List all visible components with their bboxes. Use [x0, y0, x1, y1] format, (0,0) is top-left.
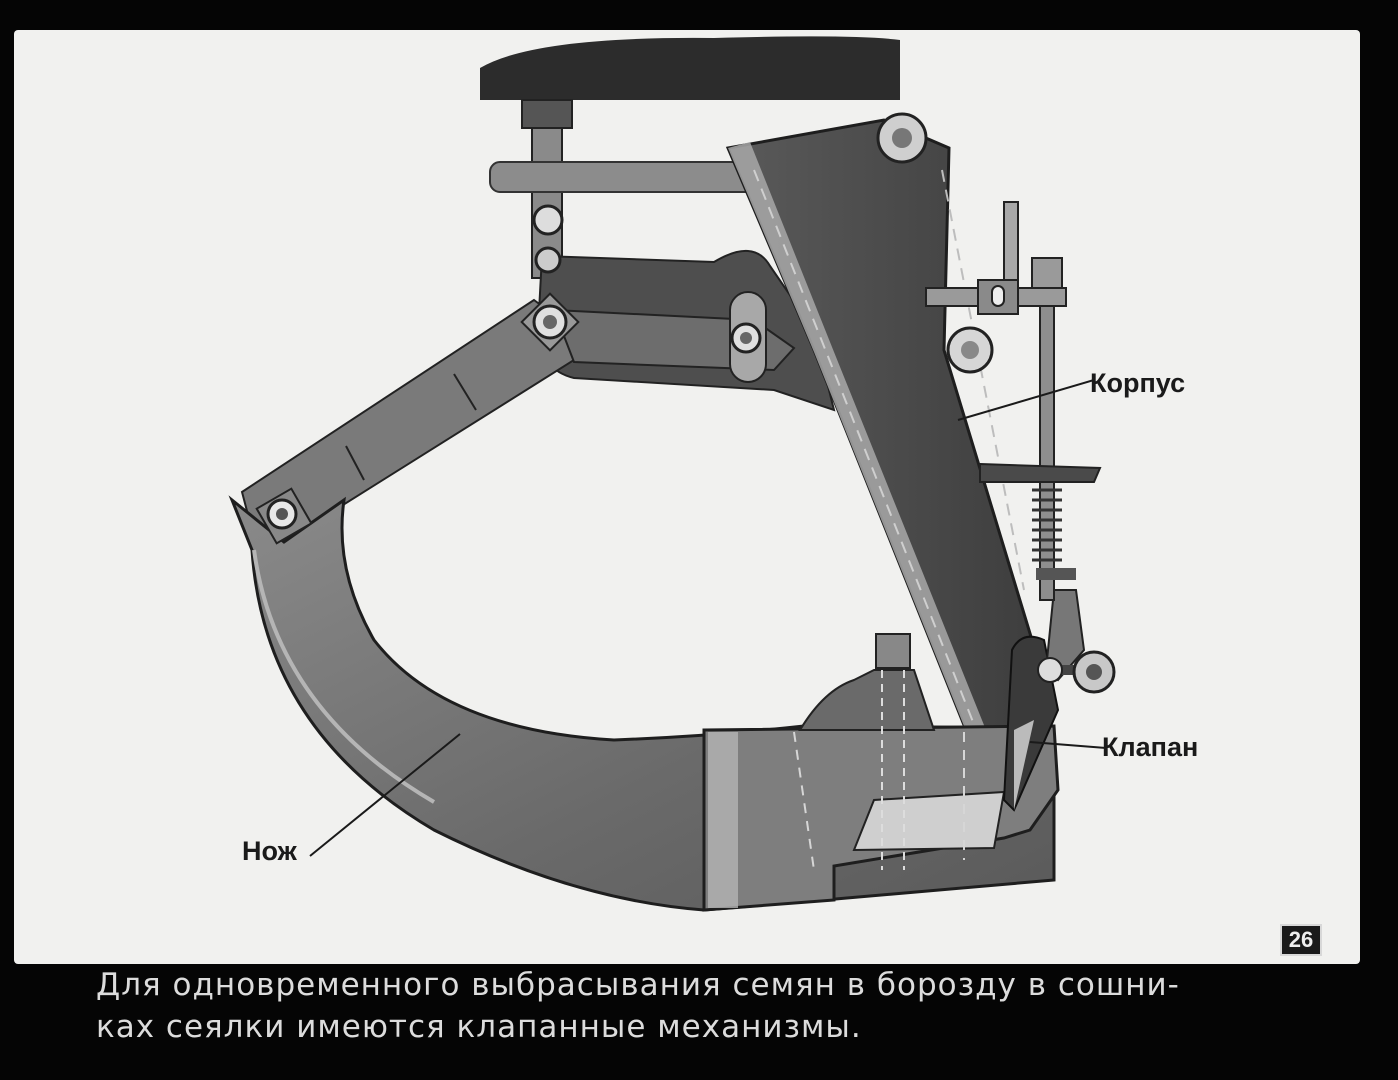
- pivot-body-mid: [946, 326, 994, 374]
- knife-inner-edge: [252, 549, 436, 804]
- label-nozh: Нож: [242, 836, 298, 866]
- pivot-knife: [255, 487, 313, 545]
- pivot-bracket-upper: [532, 204, 564, 274]
- caption: Для одновременного выбрасывания семян в …: [96, 964, 1296, 1048]
- leader-korpus: [957, 379, 1095, 421]
- label-korpus: Корпус: [1090, 368, 1185, 398]
- caption-line-1: Для одновременного выбрасывания семян в …: [96, 967, 1180, 1003]
- horizontal-shaft: [489, 161, 771, 193]
- pivot-main: [520, 292, 580, 352]
- adjustment-rod: [925, 279, 1067, 315]
- valve-lever: [1037, 589, 1116, 694]
- leader-nozh: [309, 733, 461, 857]
- page-number: 26: [1280, 924, 1322, 956]
- label-klapan: Клапан: [1102, 732, 1198, 762]
- diagram-slide: Корпус Клапан Нож: [14, 30, 1360, 964]
- pivot-short-link: [729, 291, 767, 383]
- pivot-top-right: [876, 112, 928, 164]
- body-edge-strip: [728, 142, 994, 756]
- spring-rod: [979, 201, 1102, 601]
- leader-klapan: [1029, 741, 1107, 749]
- top-beam: [480, 36, 900, 100]
- caption-line-2: ках сеялки имеются клапанные механизмы.: [96, 1009, 862, 1045]
- seeder-coulter-diagram: Корпус Клапан Нож: [228, 36, 1198, 912]
- shoe-bolt: [798, 633, 936, 870]
